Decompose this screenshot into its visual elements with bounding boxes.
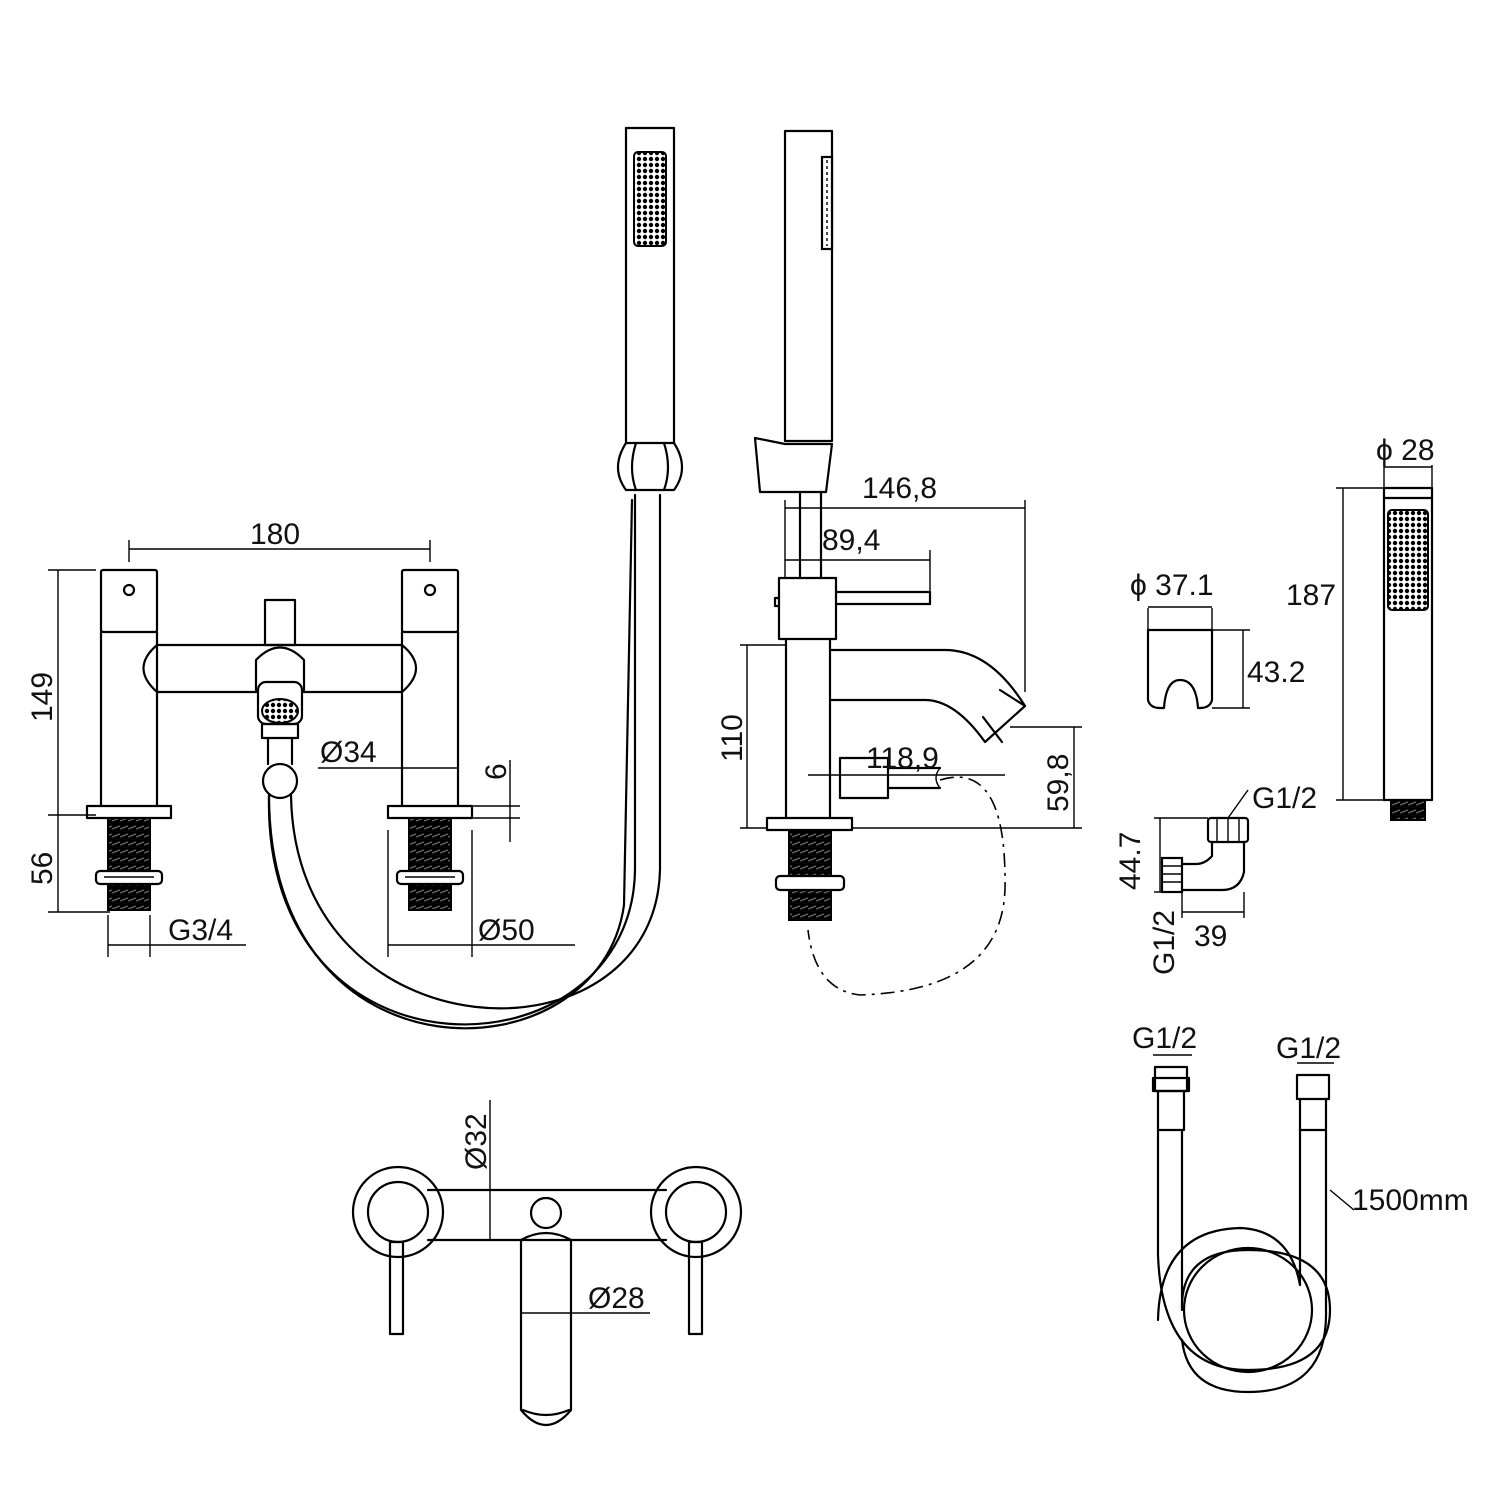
- dim-handle-length: 89,4: [822, 524, 880, 557]
- dim-thread-size: G3/4: [168, 914, 233, 947]
- right-wall-lever: [687, 1240, 704, 1336]
- side-hose-outlet: [838, 756, 890, 800]
- mixer-side-view: [753, 129, 1027, 996]
- dim-outlet-dia: Ø34: [320, 736, 377, 769]
- bridge-bar: [142, 643, 417, 694]
- dim-thread-length: 56: [26, 852, 59, 885]
- dim-handset-length: 187: [1286, 579, 1336, 612]
- hose-detail: [1151, 1065, 1332, 1394]
- right-valve-body: [664, 1180, 728, 1244]
- side-backnut: [774, 874, 846, 892]
- dim-elbow-height: 44.7: [1114, 832, 1147, 890]
- elbow-fitting: [1160, 816, 1250, 894]
- handset-side: [783, 129, 834, 443]
- holder-body: [1146, 628, 1214, 710]
- dim-bridge-width: 180: [250, 518, 300, 551]
- dim-holder-height: 43.2: [1247, 656, 1305, 689]
- dim-handset-dia: ϕ 28: [1376, 434, 1435, 467]
- right-shank-thread: [408, 817, 452, 911]
- right-deck-plate: [386, 804, 474, 820]
- shower-holder: [1146, 628, 1214, 710]
- handset-detail: [1382, 486, 1434, 821]
- dim-side-height: 110: [716, 714, 749, 762]
- dim-hose-thread-left: G1/2: [1132, 1022, 1197, 1055]
- side-column: [784, 637, 832, 820]
- handset-front: [616, 126, 684, 492]
- wall-mixer-view: [351, 1165, 743, 1426]
- dim-bridge-height: 149: [26, 672, 59, 722]
- dim-hose-thread-right: G1/2: [1276, 1032, 1341, 1065]
- dim-elbow-thread-top: G1/2: [1252, 782, 1317, 815]
- dim-side-reach: 146,8: [862, 472, 937, 505]
- right-handle-screw: [423, 583, 437, 597]
- dim-wall-body-dia: Ø32: [460, 1113, 493, 1170]
- dim-elbow-thread-side: G1/2: [1148, 910, 1181, 975]
- side-deck-plate: [765, 816, 854, 832]
- dim-spout-height: 59,8: [1042, 754, 1075, 812]
- wall-bracket-front: [616, 441, 684, 492]
- handset-detail-spray: [1387, 509, 1429, 611]
- hose-connector: [261, 762, 299, 800]
- left-handle: [99, 568, 159, 634]
- outlet-collar: [260, 722, 300, 740]
- aerator: [261, 698, 299, 724]
- elbow-body: [1178, 840, 1246, 892]
- hose-hidden-line: [807, 776, 1006, 996]
- dim-holder-dia: ϕ 37.1: [1130, 569, 1214, 602]
- shower-hose: [267, 493, 662, 1030]
- dim-base-dia: Ø50: [478, 914, 535, 947]
- holder-side: [753, 436, 834, 494]
- dim-hose-length: 1500mm: [1352, 1184, 1469, 1217]
- hose-right-ferrule: [1298, 1097, 1328, 1132]
- left-handle-screw: [122, 583, 136, 597]
- spray-face: [633, 151, 667, 247]
- dimension-labels: 180 149 56 G3/4 Ø34 6 Ø50 146,8 89,4 110…: [26, 434, 1469, 1315]
- diverter-knob: [529, 1196, 563, 1230]
- handset-body: [624, 126, 676, 445]
- left-valve-body: [366, 1180, 430, 1244]
- left-column: [99, 630, 159, 808]
- left-shank-thread: [107, 817, 151, 911]
- dim-wall-spout-dia: Ø28: [588, 1282, 645, 1315]
- dim-plate-thickness: 6: [480, 763, 513, 780]
- dim-spout-reach: 118,9: [866, 742, 939, 775]
- right-handle: [400, 568, 460, 634]
- right-column: [400, 630, 460, 808]
- dimension-lines: [48, 465, 1433, 1314]
- dim-elbow-depth: 39: [1194, 920, 1227, 953]
- center-top-cap: [263, 598, 297, 647]
- wall-spout: [519, 1231, 573, 1426]
- hose-left-ferrule: [1156, 1089, 1186, 1132]
- left-deck-plate: [85, 804, 173, 820]
- side-spout: [828, 648, 1027, 744]
- bridge-mixer-front-view: [85, 568, 474, 911]
- left-wall-lever: [388, 1240, 405, 1336]
- right-wall-plate: [649, 1165, 743, 1259]
- hose-coil: [1156, 1128, 1332, 1372]
- hose-right-nut: [1295, 1073, 1331, 1101]
- elbow-side-thread: [1160, 856, 1184, 894]
- handset-thread: [1390, 799, 1426, 821]
- side-handle-cap: [777, 576, 838, 641]
- left-wall-plate: [351, 1165, 445, 1259]
- center-body: [254, 646, 306, 692]
